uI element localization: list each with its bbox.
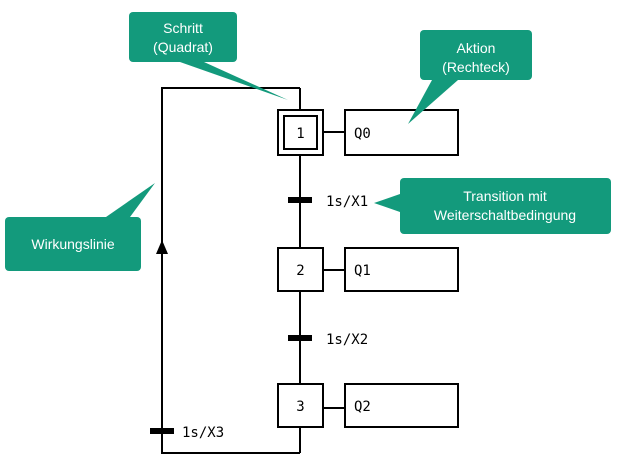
step-1-inner-box xyxy=(283,115,318,150)
action-3-box xyxy=(344,383,459,428)
transition-2-bar xyxy=(288,335,312,341)
transition-2-label: 1s/X2 xyxy=(326,332,368,348)
transition-2[interactable]: 1s/X2 xyxy=(288,332,368,348)
callout-link-line-1: Wirkungslinie xyxy=(31,236,114,252)
callout-step-line-1: Schritt xyxy=(163,20,203,36)
step-3-number: 3 xyxy=(296,399,304,415)
callout-action-box xyxy=(420,30,532,80)
callout-transition: Transition mit Weiterschaltbedingung xyxy=(374,178,611,234)
wirkungslinie-line xyxy=(161,87,300,454)
action-1-box xyxy=(344,109,459,156)
transition-3[interactable]: 1s/X3 xyxy=(150,425,224,441)
callout-action-pointer xyxy=(408,80,458,124)
callout-action: Aktion (Rechteck) xyxy=(408,30,532,124)
step-2[interactable]: 2 xyxy=(277,247,324,292)
callout-transition-pointer xyxy=(374,194,400,212)
callout-step-box xyxy=(129,12,237,62)
transition-3-label: 1s/X3 xyxy=(182,425,224,441)
action-3-label: Q2 xyxy=(354,399,371,415)
action-1[interactable]: Q0 xyxy=(344,109,459,156)
action-1-label: Q0 xyxy=(354,126,371,142)
action-2-box xyxy=(344,247,459,292)
transition-1-label: 1s/X1 xyxy=(326,194,368,210)
action-2[interactable]: Q1 xyxy=(344,247,459,292)
callout-action-line-2: (Rechteck) xyxy=(442,59,510,75)
step-3-box xyxy=(277,383,324,428)
callout-action-line-1: Aktion xyxy=(457,40,496,56)
transition-1[interactable]: 1s/X1 xyxy=(288,194,368,210)
callout-step: Schritt (Quadrat) xyxy=(129,12,288,100)
step-1-number: 1 xyxy=(296,126,304,142)
step-2-number: 2 xyxy=(296,263,304,279)
step-1[interactable]: 1 xyxy=(277,109,324,156)
callout-link-box xyxy=(5,217,141,271)
callout-link: Wirkungslinie xyxy=(5,183,155,271)
callout-link-pointer xyxy=(106,183,155,217)
action-2-label: Q1 xyxy=(354,263,371,279)
transition-1-bar xyxy=(288,197,312,203)
callout-step-pointer xyxy=(180,62,288,100)
transition-3-bar xyxy=(150,428,174,434)
action-3[interactable]: Q2 xyxy=(344,383,459,428)
callout-transition-line-2: Weiterschaltbedingung xyxy=(434,207,576,223)
step-3[interactable]: 3 xyxy=(277,383,324,428)
callout-step-line-2: (Quadrat) xyxy=(153,39,213,55)
callout-transition-box xyxy=(400,178,611,234)
step-2-box xyxy=(277,247,324,292)
arrow-up-icon xyxy=(156,240,168,254)
callout-transition-line-1: Transition mit xyxy=(463,188,547,204)
